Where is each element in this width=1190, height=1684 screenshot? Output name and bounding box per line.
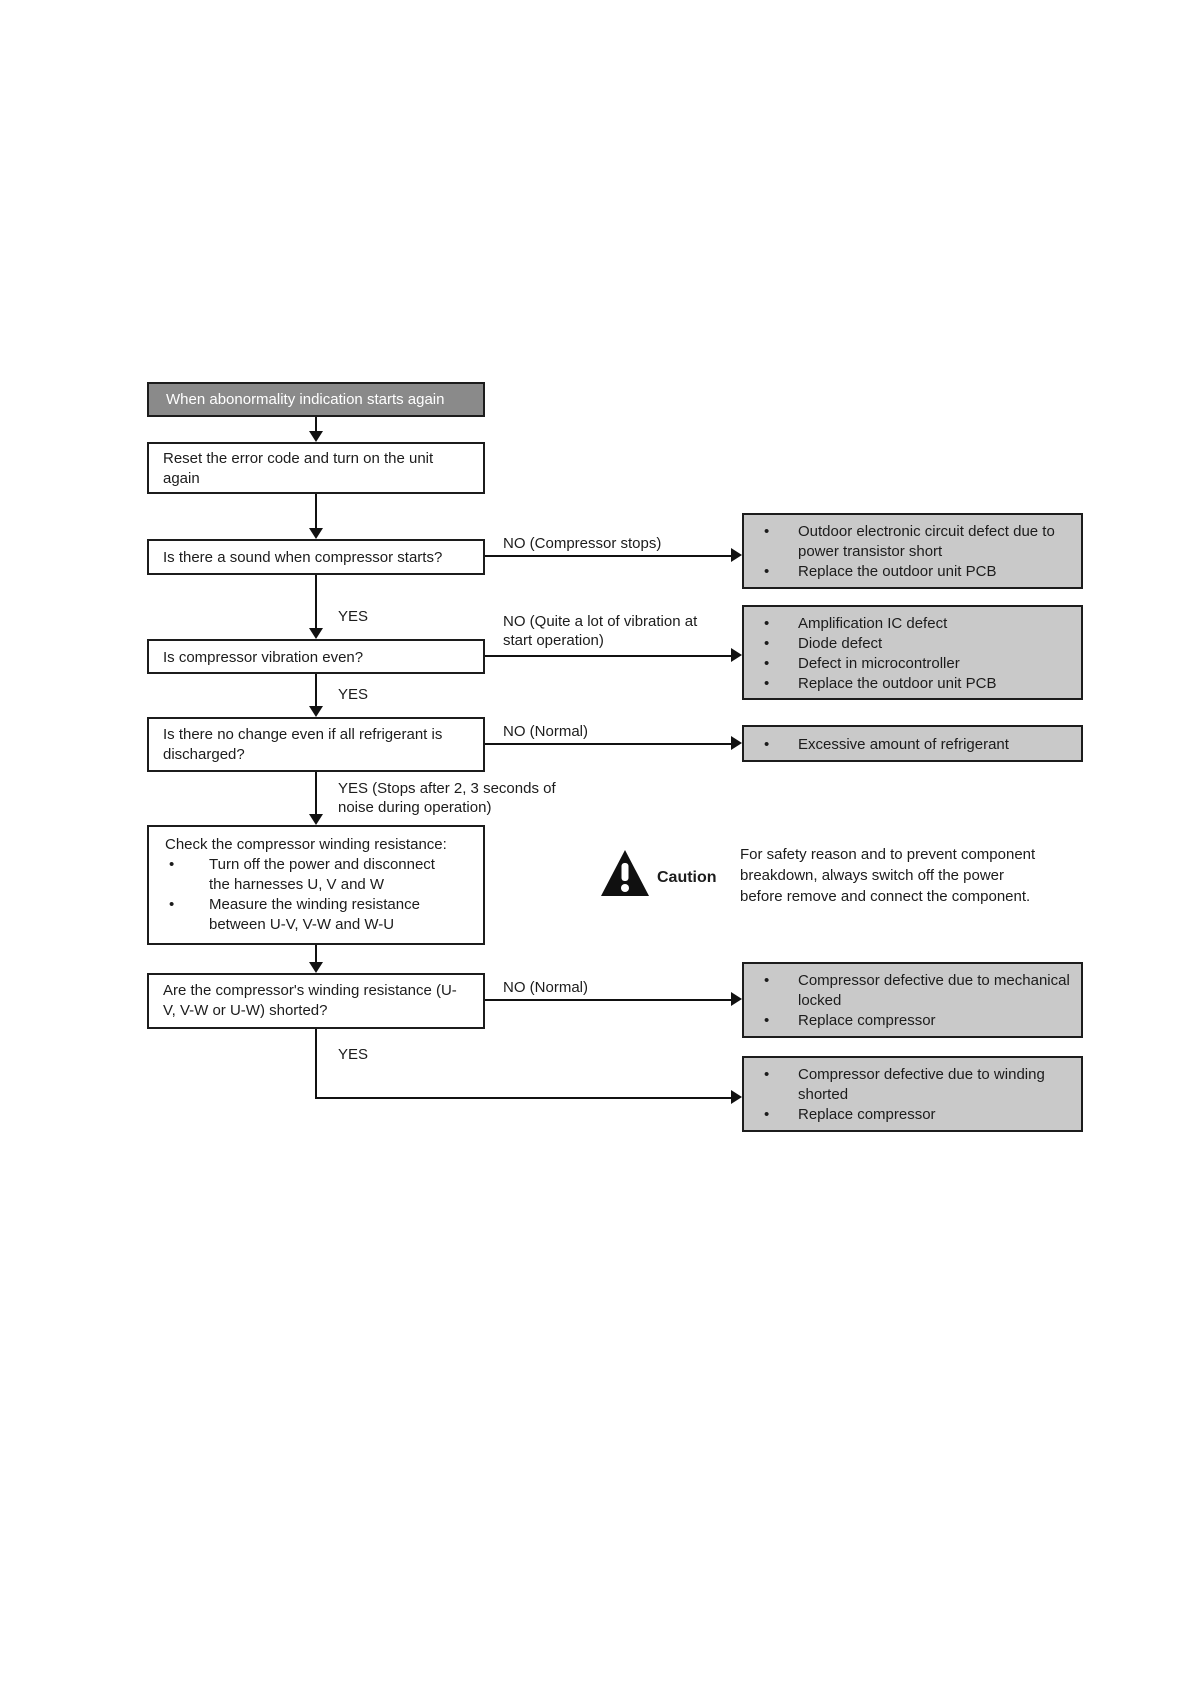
check-bullet-2: • Measure the winding resistance between… [165, 895, 475, 935]
result-pcb-amplification-ic: • Amplification IC defect • Diode defect… [742, 605, 1083, 700]
bullet-dot: • [764, 972, 770, 989]
flow-arrowhead-right [731, 736, 742, 750]
question-winding-shorted-label: Are the compressor's winding resistance … [163, 982, 457, 1019]
result-text: Replace compressor [798, 1106, 936, 1123]
flow-arrowhead-down [309, 628, 323, 639]
flow-arrow-line [315, 417, 317, 432]
result-bullet: • Compressor defective due to mechanical… [758, 971, 1075, 1011]
bullet-dot: • [764, 736, 770, 753]
result-pcb-power-transistor: • Outdoor electronic circuit defect due … [742, 513, 1083, 589]
label-yes-3: YES [338, 1046, 369, 1063]
flow-arrow-line [485, 555, 732, 557]
result-text: Replace the outdoor unit PCB [798, 675, 997, 692]
check-bullet-2-text: Measure the winding resistance between U… [209, 896, 420, 933]
result-bullet: • Excessive amount of refrigerant [758, 735, 1075, 755]
question-compressor-sound-label: Is there a sound when compressor starts? [163, 549, 443, 566]
question-refrigerant-discharged: Is there no change even if all refrigera… [147, 717, 485, 772]
flow-arrow-line [485, 655, 732, 657]
flow-arrow-line [315, 772, 317, 815]
label-no-normal-2: NO (Normal) [503, 979, 588, 996]
result-bullet: • Defect in microcontroller [758, 654, 1075, 674]
question-refrigerant-discharged-label: Is there no change even if all refrigera… [163, 726, 443, 763]
question-winding-shorted: Are the compressor's winding resistance … [147, 973, 485, 1029]
bullet-dot: • [764, 615, 770, 632]
flow-arrowhead-right [731, 648, 742, 662]
bullet-dot: • [764, 523, 770, 540]
bullet-dot: • [764, 1066, 770, 1083]
flow-arrowhead-down [309, 814, 323, 825]
question-compressor-sound: Is there a sound when compressor starts? [147, 539, 485, 575]
result-bullet: • Diode defect [758, 634, 1075, 654]
label-yes-stops-noise: YES (Stops after 2, 3 seconds of noise d… [338, 780, 556, 816]
flow-arrow-line [315, 575, 317, 629]
result-compressor-winding-shorted: • Compressor defective due to winding sh… [742, 1056, 1083, 1132]
flow-arrowhead-right [731, 548, 742, 562]
bullet-dot: • [764, 563, 770, 580]
result-compressor-mechanical-locked: • Compressor defective due to mechanical… [742, 962, 1083, 1038]
check-winding-title: Check the compressor winding resistance: [165, 836, 447, 853]
bullet-dot: • [169, 856, 175, 873]
flow-arrowhead-right [731, 992, 742, 1006]
start-node: When abonormality indication starts agai… [147, 382, 485, 417]
question-vibration-even: Is compressor vibration even? [147, 639, 485, 674]
result-text: Defect in microcontroller [798, 655, 960, 672]
bullet-dot: • [764, 1106, 770, 1123]
result-bullet: • Replace the outdoor unit PCB [758, 562, 1075, 582]
flow-arrowhead-down [309, 706, 323, 717]
result-bullet: • Replace compressor [758, 1105, 1075, 1125]
label-no-compressor-stops: NO (Compressor stops) [503, 535, 662, 552]
caution-warning-icon [601, 850, 649, 896]
flow-arrow-line [315, 674, 317, 707]
result-bullet: • Outdoor electronic circuit defect due … [758, 522, 1075, 562]
result-bullet: • Amplification IC defect [758, 614, 1075, 634]
flow-arrowhead-down [309, 431, 323, 442]
result-bullet: • Replace compressor [758, 1011, 1075, 1031]
result-excessive-refrigerant: • Excessive amount of refrigerant [742, 725, 1083, 762]
result-text: Diode defect [798, 635, 883, 652]
flow-arrow-line [485, 743, 732, 745]
label-no-normal-1: NO (Normal) [503, 723, 588, 740]
bullet-dot: • [764, 635, 770, 652]
label-no-vibration: NO (Quite a lot of vibration at start op… [503, 613, 698, 649]
caution-text: For safety reason and to prevent compone… [740, 846, 1036, 905]
flow-arrow-line [315, 1097, 732, 1099]
check-winding-resistance-node: Check the compressor winding resistance:… [147, 825, 485, 945]
result-text: Amplification IC defect [798, 615, 948, 632]
result-bullet: • Replace the outdoor unit PCB [758, 674, 1075, 694]
flow-arrow-line [485, 999, 732, 1001]
result-text: Excessive amount of refrigerant [798, 736, 1009, 753]
bullet-dot: • [764, 655, 770, 672]
flow-arrowhead-down [309, 962, 323, 973]
label-yes-2: YES [338, 686, 369, 703]
reset-node: Reset the error code and turn on the uni… [147, 442, 485, 494]
caution-label: Caution [657, 869, 717, 886]
flow-arrow-line [315, 1029, 317, 1099]
result-text: Compressor defective due to mechanical l… [798, 972, 1070, 1009]
result-bullet: • Compressor defective due to winding sh… [758, 1065, 1075, 1105]
check-bullet-1: • Turn off the power and disconnect the … [165, 855, 475, 895]
result-text: Replace compressor [798, 1012, 936, 1029]
flow-arrowhead-down [309, 528, 323, 539]
result-text: Outdoor electronic circuit defect due to… [798, 523, 1055, 560]
reset-node-label: Reset the error code and turn on the uni… [163, 450, 434, 487]
bullet-dot: • [169, 896, 175, 913]
flow-arrowhead-right [731, 1090, 742, 1104]
bullet-dot: • [764, 1012, 770, 1029]
question-vibration-even-label: Is compressor vibration even? [163, 649, 364, 666]
start-node-label: When abonormality indication starts agai… [166, 391, 445, 408]
result-text: Replace the outdoor unit PCB [798, 563, 997, 580]
bullet-dot: • [764, 675, 770, 692]
label-yes-1: YES [338, 608, 369, 625]
flow-arrow-line [315, 494, 317, 529]
check-bullet-1-text: Turn off the power and disconnect the ha… [209, 856, 435, 893]
result-text: Compressor defective due to winding shor… [798, 1066, 1045, 1103]
flow-arrow-line [315, 945, 317, 963]
